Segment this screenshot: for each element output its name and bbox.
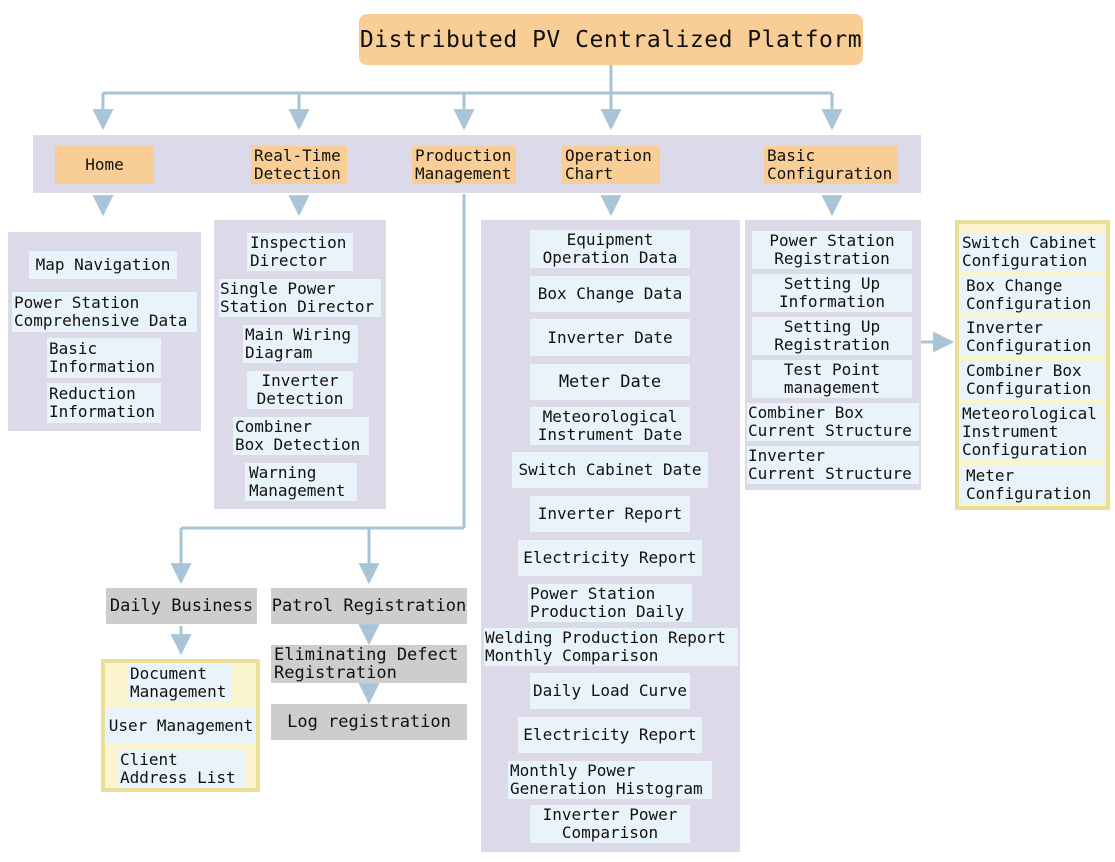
home-item: Power Station Comprehensive Data (12, 292, 197, 332)
operation-item: Meter Date (530, 364, 690, 400)
basic-item: Setting Up Registration (752, 317, 912, 355)
configuration-item: Inverter Configuration (960, 318, 1105, 356)
real-time-item: Combiner Box Detection (233, 417, 369, 455)
operation-item: Meteorological Instrument Date (530, 407, 690, 445)
daily-business-box: Daily Business (106, 588, 257, 624)
home-item: Basic Information (47, 338, 161, 378)
module-operation-chart: Operation Chart (562, 146, 660, 184)
configuration-item: Combiner Box Configuration (960, 361, 1105, 399)
real-time-item: Main Wiring Diagram (243, 325, 358, 363)
operation-item: Inverter Power Comparison (530, 805, 690, 843)
home-item: Map Navigation (29, 251, 177, 279)
operation-item: Electricity Report (518, 540, 702, 576)
home-item: Reduction Information (47, 383, 161, 423)
operation-item: Monthly Power Generation Histogram (508, 761, 712, 799)
operation-item: Inverter Date (530, 319, 690, 356)
log-registration-box: Log registration (271, 704, 467, 740)
operation-item: Inverter Report (530, 496, 690, 532)
operation-item: Electricity Report (518, 717, 702, 753)
real-time-item: Warning Management (245, 463, 357, 501)
basic-item: Setting Up Information (752, 274, 912, 312)
module-production-management: Production Management (412, 146, 516, 184)
platform-title: Distributed PV Centralized Platform (359, 14, 863, 65)
eliminating-defect-registration-box: Eliminating Defect Registration (271, 645, 467, 683)
basic-item: Combiner Box Current Structure (747, 403, 919, 441)
basic-item: Inverter Current Structure (747, 446, 919, 484)
daily-business-item: Client Address List (117, 750, 245, 788)
configuration-item: Switch Cabinet Configuration (960, 233, 1105, 271)
module-basic-configuration: Basic Configuration (764, 146, 898, 184)
basic-item: Power Station Registration (752, 231, 912, 269)
patrol-registration-box: Patrol Registration (271, 588, 467, 624)
configuration-item: Meteorological Instrument Configuration (960, 403, 1105, 460)
operation-item: Box Change Data (530, 276, 690, 312)
configuration-item: Box Change Configuration (960, 276, 1105, 314)
operation-item: Equipment Operation Data (530, 230, 690, 268)
operation-item: Welding Production Report Monthly Compar… (484, 628, 738, 666)
daily-business-item: Document Management (127, 664, 232, 702)
daily-business-item: User Management (106, 708, 256, 744)
real-time-item: Inspection Director (247, 233, 353, 271)
module-real-time-detection: Real-Time Detection (251, 146, 347, 184)
real-time-item: Single Power Station Director (219, 279, 381, 317)
real-time-item: Inverter Detection (247, 371, 353, 409)
operation-item: Switch Cabinet Date (512, 452, 708, 488)
operation-item: Power Station Production Daily (528, 584, 692, 622)
basic-item: Test Point management (752, 360, 912, 398)
module-home: Home (55, 146, 154, 184)
operation-item: Daily Load Curve (530, 673, 690, 709)
operation-chart-panel (481, 220, 740, 852)
configuration-item: Meter Configuration (960, 466, 1105, 504)
